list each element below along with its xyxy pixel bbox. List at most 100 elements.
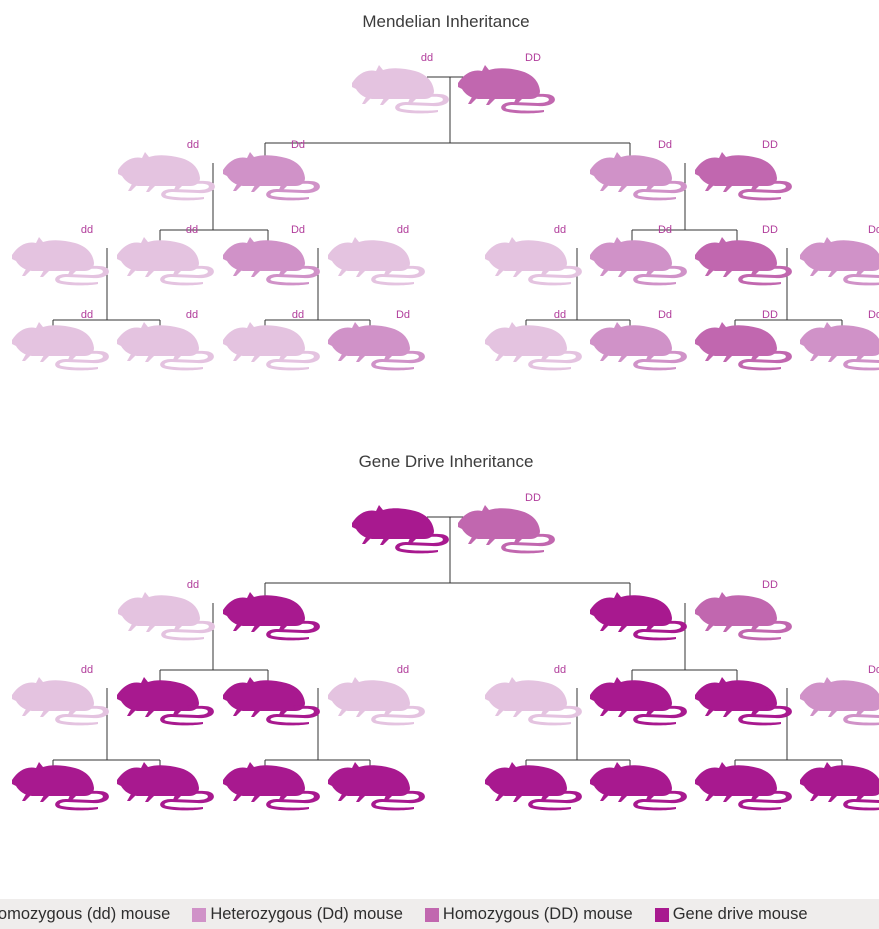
legend-item: Homozygous (DD) mouse <box>424 905 633 924</box>
genotype-label: DD <box>762 139 778 151</box>
mouse-icon <box>695 152 792 201</box>
gen2-mouse: Dd <box>800 224 879 286</box>
mouse-icon <box>485 762 582 811</box>
genotype-label: dd <box>397 224 409 236</box>
genotype-label: Dd <box>291 224 305 236</box>
gen2-mouse: DD <box>695 224 792 286</box>
mouse-icon <box>12 762 109 811</box>
gen2-mouse: Dd <box>223 224 320 286</box>
legend-label: Homozygous (dd) mouse <box>0 905 171 923</box>
legend-swatch <box>654 907 669 922</box>
mouse-icon <box>695 677 792 726</box>
gen2-mouse: dd <box>328 664 425 726</box>
genotype-label: dd <box>397 664 409 676</box>
parent-mouse: DD <box>458 492 555 554</box>
genotype-label: Dd <box>868 224 879 236</box>
parent-mouse: DD <box>458 52 555 114</box>
gen3-mouse <box>117 762 214 811</box>
mendelian-title: Mendelian Inheritance <box>362 12 530 31</box>
gen2-mouse: dd <box>12 224 109 286</box>
genotype-label: dd <box>81 664 93 676</box>
gen3-mouse: Dd <box>590 309 687 371</box>
mouse-icon <box>118 592 215 641</box>
legend-label: Gene drive mouse <box>672 905 808 923</box>
gen3-mouse <box>12 762 109 811</box>
mouse-icon <box>118 152 215 201</box>
gen1-mouse: dd <box>118 139 215 201</box>
mouse-icon <box>223 152 320 201</box>
mouse-icon <box>223 237 320 286</box>
gen2-mouse: Dd <box>800 664 879 726</box>
mouse-icon <box>352 505 449 554</box>
gen2-mouse <box>695 677 792 726</box>
genotype-label: Dd <box>396 309 410 321</box>
legend-item: Gene drive mouse <box>654 905 808 924</box>
gen3-mouse: dd <box>485 309 582 371</box>
mouse-icon <box>800 677 879 726</box>
gen2-mouse: dd <box>12 664 109 726</box>
legend-swatch <box>192 907 207 922</box>
gen3-mouse: dd <box>223 309 320 371</box>
genotype-label: dd <box>554 664 566 676</box>
genotype-label: Dd <box>291 139 305 151</box>
genotype-label: Dd <box>658 224 672 236</box>
legend-label: Homozygous (DD) mouse <box>442 905 633 923</box>
gen2-mouse <box>117 677 214 726</box>
mouse-icon <box>695 592 792 641</box>
gen2-mouse: dd <box>485 664 582 726</box>
gen3-mouse: dd <box>12 309 109 371</box>
parent-mouse <box>352 505 449 554</box>
mouse-icon <box>12 677 109 726</box>
genotype-label: dd <box>81 309 93 321</box>
genotype-label: dd <box>187 139 199 151</box>
mouse-icon <box>352 65 449 114</box>
genotype-label: dd <box>186 224 198 236</box>
gen1-mouse: Dd <box>590 139 687 201</box>
gen1-mouse <box>223 592 320 641</box>
mouse-icon <box>485 677 582 726</box>
gen1-mouse: Dd <box>223 139 320 201</box>
mouse-icon <box>117 677 214 726</box>
mouse-icon <box>223 322 320 371</box>
mouse-icon <box>485 322 582 371</box>
genotype-label: dd <box>554 224 566 236</box>
genotype-label: dd <box>187 579 199 591</box>
genotype-label: dd <box>421 52 433 64</box>
gen3-mouse <box>328 762 425 811</box>
genotype-label: dd <box>81 224 93 236</box>
genotype-label: dd <box>292 309 304 321</box>
genotype-label: DD <box>762 224 778 236</box>
mouse-icon <box>458 505 555 554</box>
legend-item: Homozygous (dd) mouse <box>0 905 170 924</box>
gen3-mouse <box>695 762 792 811</box>
parent-mouse: dd <box>352 52 449 114</box>
gen1-mouse: DD <box>695 139 792 201</box>
genotype-label: Dd <box>658 309 672 321</box>
gen3-mouse: Dd <box>328 309 425 371</box>
mouse-icon <box>328 322 425 371</box>
legend-item: Heterozygous (Dd) mouse <box>192 905 403 924</box>
mouse-icon <box>458 65 555 114</box>
gen3-mouse <box>800 762 879 811</box>
gen3-mouse: dd <box>117 309 214 371</box>
mouse-icon <box>117 322 214 371</box>
legend-items: Homozygous (dd) mouse Heterozygous (Dd) m… <box>0 905 830 924</box>
genotype-label: DD <box>762 579 778 591</box>
genotype-label: Dd <box>868 664 879 676</box>
mouse-icon <box>800 322 879 371</box>
gen1-mouse: dd <box>118 579 215 641</box>
gen3-mouse <box>590 762 687 811</box>
gen1-mouse <box>590 592 687 641</box>
gene-drive-title: Gene Drive Inheritance <box>358 452 534 471</box>
mouse-icon <box>695 762 792 811</box>
gen1-mouse: DD <box>695 579 792 641</box>
mouse-icon <box>695 322 792 371</box>
mouse-icon <box>117 762 214 811</box>
gen3-mouse: DD <box>695 309 792 371</box>
genotype-label: dd <box>186 309 198 321</box>
gen2-mouse <box>223 677 320 726</box>
mouse-icon <box>223 592 320 641</box>
mouse-icon <box>590 322 687 371</box>
mouse-icon <box>328 237 425 286</box>
